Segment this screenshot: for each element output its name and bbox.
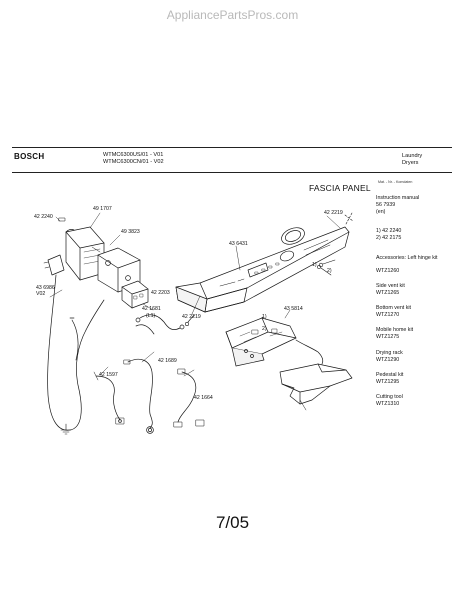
fascia-panel [176,225,349,312]
header-rule-bottom [12,172,452,173]
filter-housing [59,218,104,280]
accessory-pedestal-kit: Pedestal kit [376,372,404,378]
diagram-title: FASCIA PANEL [309,183,371,193]
instruction-manual-language: (en) [376,209,386,215]
accessory-side-vent-kit: Side vent kit [376,283,405,289]
accessory-bottom-vent-kit-code: WTZ1270 [376,312,400,318]
accessory-drying-rack-code: WTZ1290 [376,357,400,363]
part-label-l1: (L1) [146,313,156,319]
corner-note: Mat. - Nr. - Komdaten [378,180,413,184]
accessory-pedestal-kit-code: WTZ1295 [376,379,400,385]
accessory-mobile-home-kit-code: WTZ1275 [376,334,400,340]
page-date: 7/05 [215,513,250,532]
category-line-1: Laundry [402,153,423,159]
accessory-left-hinge-kit-code: WTZ1260 [376,268,400,274]
ground-symbol [61,424,71,434]
connector-block [122,281,148,308]
drying-rack-bracket [280,364,352,410]
accessory-bottom-vent-kit: Bottom vent kit [376,305,412,311]
part-label-421664: 42 1664 [194,395,213,401]
site-watermark: AppliancePartsPros.com [166,8,299,22]
part-label-421681: 42 1681 [142,306,161,312]
accessory-cutting-tool-code: WTZ1310 [376,401,400,407]
model-number-1: WTMC6300US/01 - V01 [103,152,164,158]
instruction-manual-number: 56 7939 [376,202,396,208]
control-module [226,318,296,366]
part-label-493823: 49 3823 [121,229,140,235]
part-label-421689: 42 1689 [158,358,177,364]
reference-1: 1) 42 2240 [376,228,402,234]
header-rule-top [12,147,452,148]
callout-1-upper: 1) [312,262,317,268]
accessory-mobile-home-kit: Mobile home kit [376,327,414,333]
wire-harness-421664 [174,369,196,427]
part-label-421597: 42 1597 [99,372,118,378]
part-label-436986: 43 6986 [36,285,55,291]
power-cord [44,255,104,430]
small-connector-icon [196,420,204,426]
leader-lines [50,213,340,376]
module-cable [296,340,323,364]
accessory-drying-rack: Drying rack [376,350,403,356]
part-label-422219-bottom: 42 2219 [182,314,201,320]
reference-2: 2) 42 2175 [376,235,402,241]
accessory-left-hinge-kit: Accessories: Left hinge kit [376,255,438,261]
ground-wire [70,318,78,360]
callout-1-lower: 1) [262,314,267,320]
part-label-v02: V02 [36,291,46,297]
wire-harness-l1 [136,315,184,334]
part-label-435814: 43 5814 [284,306,303,312]
part-label-422219-top: 42 2219 [324,210,343,216]
part-label-491707: 49 1707 [93,206,112,212]
brand-name: BOSCH [14,152,45,161]
accessory-cutting-tool: Cutting tool [376,394,403,400]
category-line-2: Dryers [402,160,419,166]
wire-harness-421597 [94,372,124,424]
accessory-side-vent-kit-code: WTZ1265 [376,290,400,296]
wire-harness-421689 [124,359,153,433]
callout-2-lower: 2) [262,326,267,332]
part-label-422203: 42 2203 [151,290,170,296]
instruction-manual-label: Instruction manual [376,195,420,201]
callout-2-upper: 2) [327,268,332,274]
part-label-422240: 42 2240 [34,214,53,220]
model-number-2: WTMC6300CN/01 - V02 [103,159,164,165]
part-label-436431: 43 6431 [229,241,248,247]
